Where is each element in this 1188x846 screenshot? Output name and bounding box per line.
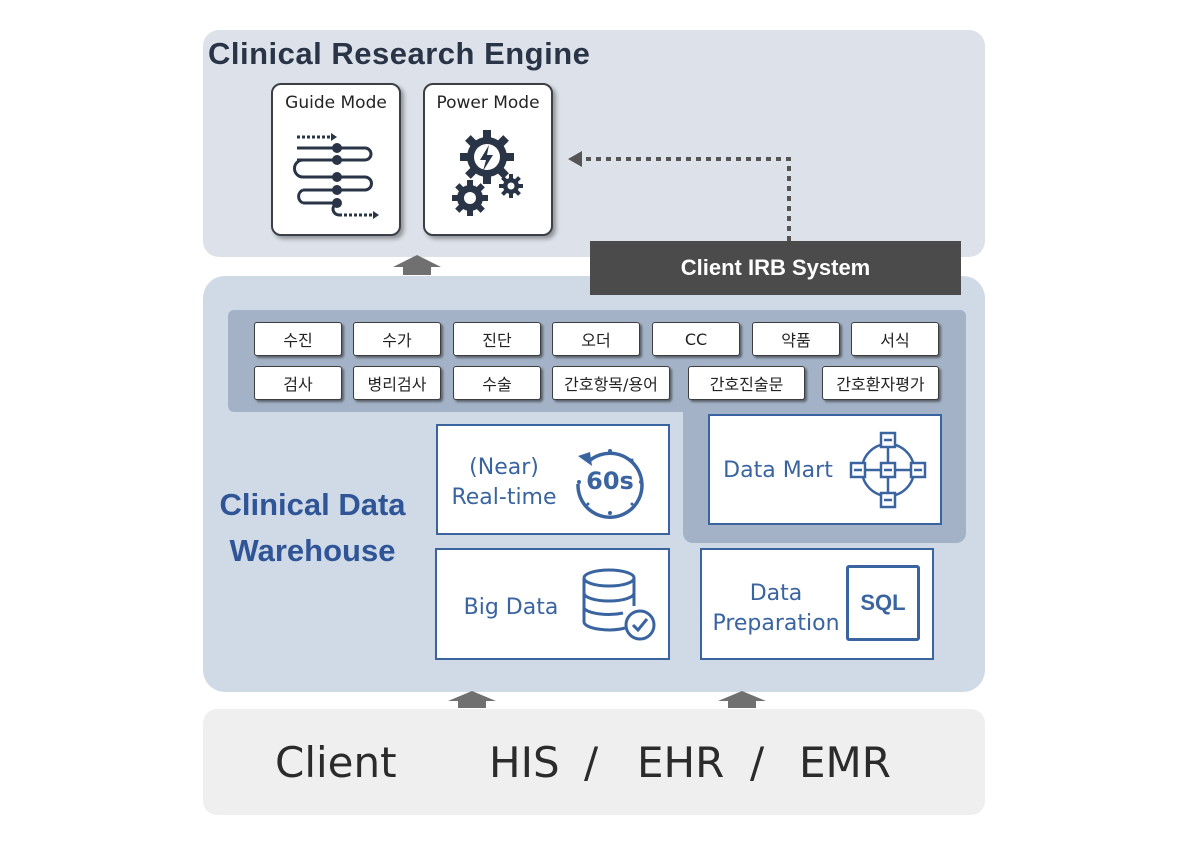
guide-mode-card[interactable]: Guide Mode xyxy=(271,83,401,236)
network-icon xyxy=(849,431,927,509)
category-chip[interactable]: 수진 xyxy=(254,322,342,356)
irb-to-engine-arrow xyxy=(568,151,791,241)
client-system-emr: EMR xyxy=(799,738,891,787)
category-chip[interactable]: 간호환자평가 xyxy=(822,366,939,400)
data-warehouse-title-line2: Warehouse xyxy=(229,533,396,568)
data-warehouse-title: Clinical Data Warehouse xyxy=(205,482,420,574)
category-chip[interactable]: CC xyxy=(652,322,740,356)
power-mode-label: Power Mode xyxy=(436,93,540,113)
category-chip[interactable]: 오더 xyxy=(552,322,640,356)
client-system-ehr: EHR xyxy=(637,738,725,787)
realtime-label-line1: (Near) xyxy=(469,455,539,480)
realtime-label-line2: Real-time xyxy=(451,485,557,510)
big-data-label: Big Data xyxy=(463,595,559,620)
category-chip[interactable]: 병리검사 xyxy=(353,366,441,400)
sql-icon: SQL xyxy=(846,565,920,641)
stopwatch-icon xyxy=(576,449,644,520)
category-chip[interactable]: 수술 xyxy=(453,366,541,400)
client-separator: / xyxy=(584,738,599,787)
data-preparation-label: Data Preparation xyxy=(706,579,846,639)
category-chip[interactable]: 서식 xyxy=(851,322,939,356)
gears-bolt-icon xyxy=(452,130,523,216)
category-chip[interactable]: 간호진술문 xyxy=(688,366,805,400)
big-data-box[interactable]: Big Data xyxy=(435,548,670,660)
power-mode-card[interactable]: Power Mode xyxy=(423,83,553,236)
realtime-label: (Near) Real-time xyxy=(448,453,560,513)
workflow-icon xyxy=(293,133,379,219)
category-chip[interactable]: 진단 xyxy=(453,322,541,356)
data-preparation-box[interactable]: Data Preparation SQL xyxy=(700,548,934,660)
data-preparation-line1: Data xyxy=(749,581,803,606)
client-system-his: HIS xyxy=(489,738,560,787)
client-panel xyxy=(203,709,985,815)
category-chip[interactable]: 검사 xyxy=(254,366,342,400)
client-label: Client xyxy=(275,738,397,787)
client-separator: / xyxy=(750,738,765,787)
irb-system-box[interactable]: Client IRB System xyxy=(590,241,961,295)
category-chip[interactable]: 간호항목/용어 xyxy=(552,366,670,400)
up-arrow-icon xyxy=(393,255,441,275)
database-check-icon xyxy=(582,568,656,641)
data-warehouse-title-line1: Clinical Data xyxy=(219,487,406,522)
up-arrow-icon xyxy=(448,691,496,708)
data-preparation-line2: Preparation xyxy=(712,611,840,636)
category-chip[interactable]: 약품 xyxy=(752,322,840,356)
guide-mode-label: Guide Mode xyxy=(285,93,387,113)
research-engine-title: Clinical Research Engine xyxy=(208,36,591,71)
category-chip[interactable]: 수가 xyxy=(353,322,441,356)
up-arrow-icon xyxy=(718,691,766,708)
data-mart-box[interactable]: Data Mart xyxy=(708,414,942,525)
data-mart-label: Data Mart xyxy=(723,458,833,483)
realtime-badge: 60s xyxy=(586,467,634,495)
realtime-box[interactable]: (Near) Real-time 60s xyxy=(436,424,670,535)
